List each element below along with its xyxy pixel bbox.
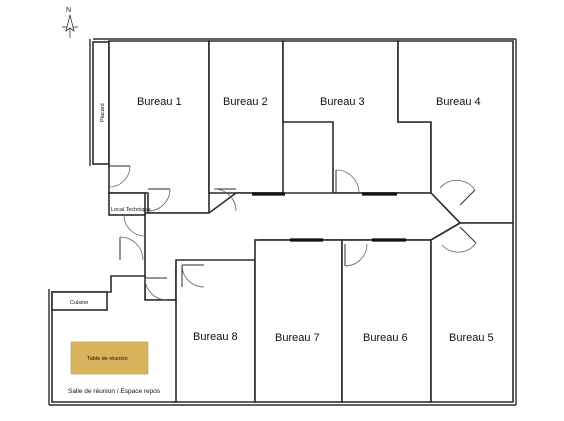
bureau-6-room xyxy=(341,239,432,403)
door-bureau-1 xyxy=(147,188,171,212)
meeting-table xyxy=(70,341,149,375)
placard-room xyxy=(92,41,110,165)
bureau-5-room xyxy=(430,222,514,403)
door-corridor-left xyxy=(119,236,144,261)
north-label: N xyxy=(66,7,71,14)
bureau-2-label: Bureau 2 xyxy=(223,96,268,108)
door-bureau-5 xyxy=(441,226,477,253)
salle-label: Salle de réunion / Espace repos xyxy=(68,388,161,395)
bureau-1-label: Bureau 1 xyxy=(137,96,182,108)
cuisine-label: Cuisine xyxy=(70,300,88,306)
bureau-6-label: Bureau 6 xyxy=(363,332,408,344)
bureau-1-room xyxy=(108,40,210,214)
bureau-7-room xyxy=(254,239,343,403)
placard-label: Placard xyxy=(100,103,106,122)
bureau-3-label: Bureau 3 xyxy=(320,96,365,108)
door-bureau-6 xyxy=(344,243,368,267)
door-bureau-4 xyxy=(439,179,476,206)
bureau-5-label: Bureau 5 xyxy=(449,332,494,344)
bureau-7-label: Bureau 7 xyxy=(275,332,320,344)
door-bureau-8 xyxy=(181,264,205,288)
north-arrow-icon: N xyxy=(62,7,78,38)
bureau-2-room xyxy=(208,40,284,194)
local-technique-label: Local Technique xyxy=(111,207,151,213)
cuisine-room xyxy=(51,291,108,311)
door-bureau-3 xyxy=(335,169,360,194)
bureau-8-label: Bureau 8 xyxy=(193,331,238,343)
door-salle xyxy=(144,277,168,301)
door-bureau-2 xyxy=(213,188,237,212)
door-local-technique xyxy=(123,214,146,237)
door-placard xyxy=(108,165,131,188)
table-label: Table de réunion xyxy=(87,356,128,362)
bureau-4-label: Bureau 4 xyxy=(436,96,481,108)
